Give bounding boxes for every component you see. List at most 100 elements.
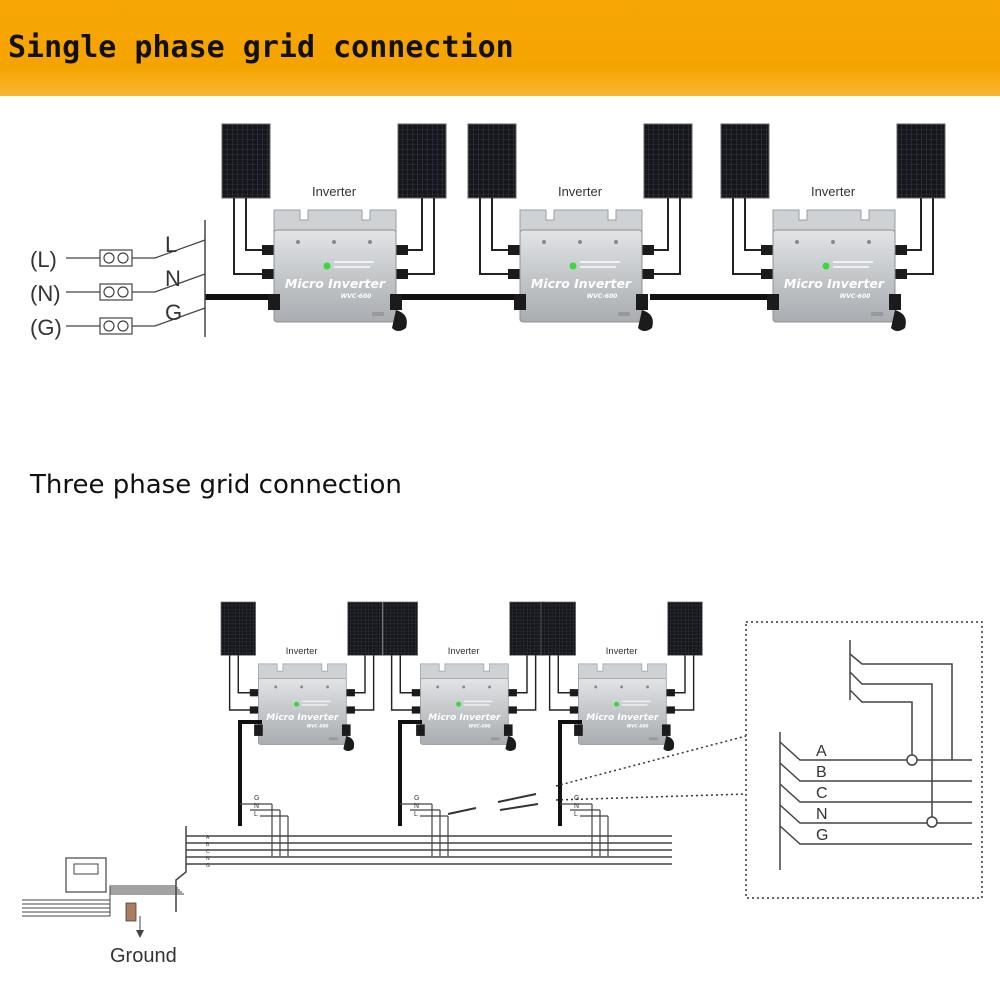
screw-icon	[795, 240, 799, 244]
micro-inverter-icon	[772, 229, 896, 323]
three-phase-title: Three phase grid connection	[30, 470, 402, 500]
inverter-model: WVC-600	[840, 293, 871, 300]
bus-mini-label-N: N	[206, 856, 210, 862]
drop-label-L: L	[414, 811, 418, 818]
inverter-brand: Micro Inverter	[586, 713, 659, 723]
screw-icon	[296, 240, 300, 244]
ac-port	[767, 294, 779, 310]
connector	[569, 706, 580, 714]
ac-cap-icon	[638, 310, 653, 331]
connector	[262, 269, 276, 279]
inverter-model: WVC-600	[626, 723, 648, 729]
inverter-caption: Inverter	[811, 184, 856, 199]
bus-mini-label-C: C	[206, 849, 210, 855]
inverter-brand: Micro Inverter	[428, 713, 501, 723]
connector	[249, 689, 260, 697]
solar-panel-icon	[347, 601, 383, 656]
solar-panel-icon	[720, 123, 770, 199]
connector	[569, 689, 580, 697]
connector	[506, 706, 517, 714]
bus-mini-label-G: G	[206, 863, 210, 869]
status-led-icon	[294, 701, 300, 707]
meter-box-icon	[65, 857, 107, 893]
terminal-block-icon	[99, 283, 133, 301]
solar-panel-icon	[509, 601, 545, 656]
drop-label-G: G	[254, 795, 259, 802]
drop-label-N: N	[254, 803, 259, 810]
status-led-icon	[323, 262, 331, 270]
inverter-brand: Micro Inverter	[784, 276, 885, 291]
wire-label-G: G	[165, 300, 182, 325]
ac-port	[390, 294, 402, 310]
ac-port	[416, 724, 425, 736]
ac-cap-icon	[392, 310, 407, 331]
micro-inverter-icon	[273, 229, 397, 323]
drop-cable	[398, 720, 422, 826]
inverter-brand: Micro Inverter	[531, 276, 632, 291]
connector	[640, 269, 654, 279]
ac-cap-icon	[663, 735, 675, 752]
terminal-label-L: (L)	[30, 247, 57, 272]
ac-port	[254, 724, 263, 736]
status-led-icon	[456, 701, 462, 707]
inverter-model: WVC-600	[587, 293, 618, 300]
inverter-caption: Inverter	[312, 184, 357, 199]
inverter-caption: Inverter	[286, 646, 318, 656]
inverter-caption: Inverter	[558, 184, 603, 199]
connector	[508, 269, 522, 279]
screw-icon	[488, 685, 491, 689]
screw-icon	[436, 685, 440, 689]
bus-label-N: N	[816, 806, 828, 823]
connector	[640, 245, 654, 255]
wire-label-L: L	[165, 232, 177, 257]
micro-inverter-icon	[519, 229, 643, 323]
solar-panel-icon	[540, 601, 576, 656]
connector	[394, 269, 408, 279]
status-led-icon	[569, 262, 577, 270]
connector	[394, 245, 408, 255]
connector	[411, 706, 422, 714]
ac-cap-icon	[505, 735, 517, 752]
bus-label-A: A	[816, 743, 827, 760]
micro-inverter-icon	[578, 677, 667, 745]
inverter-model: WVC-600	[306, 723, 328, 729]
connector	[761, 269, 775, 279]
screw-icon	[274, 685, 278, 689]
solar-panel-icon	[896, 123, 946, 199]
junction-icon	[906, 754, 918, 766]
connector	[761, 245, 775, 255]
drop-cable	[238, 720, 262, 826]
ground-label: Ground	[110, 945, 177, 967]
junction-icon	[926, 816, 938, 828]
ac-port	[268, 294, 280, 310]
ac-port	[503, 724, 513, 736]
terminal-label-G: (G)	[30, 315, 62, 340]
drop-cable	[558, 720, 582, 826]
screw-icon	[326, 685, 329, 689]
ac-cap-icon	[343, 735, 355, 752]
status-led-icon	[822, 262, 830, 270]
ac-port	[514, 294, 526, 310]
micro-inverter-icon	[258, 677, 347, 745]
ground-arrow-icon	[136, 930, 144, 938]
bus-label-C: C	[816, 785, 828, 802]
screw-icon	[620, 685, 624, 689]
wire-label-N: N	[165, 266, 181, 291]
inverter-brand: Micro Inverter	[285, 276, 386, 291]
ac-cap-icon	[891, 310, 906, 331]
connector	[893, 269, 907, 279]
detail-box	[745, 621, 983, 899]
drop-label-G: G	[574, 795, 579, 802]
drop-label-L: L	[574, 811, 578, 818]
solar-panel-icon	[467, 123, 517, 199]
screw-icon	[462, 685, 466, 689]
bus-label-B: B	[816, 764, 827, 781]
ac-port	[889, 294, 901, 310]
terminal-block-icon	[99, 317, 133, 335]
screw-icon	[300, 685, 304, 689]
screw-icon	[646, 685, 649, 689]
drop-label-N: N	[414, 803, 419, 810]
